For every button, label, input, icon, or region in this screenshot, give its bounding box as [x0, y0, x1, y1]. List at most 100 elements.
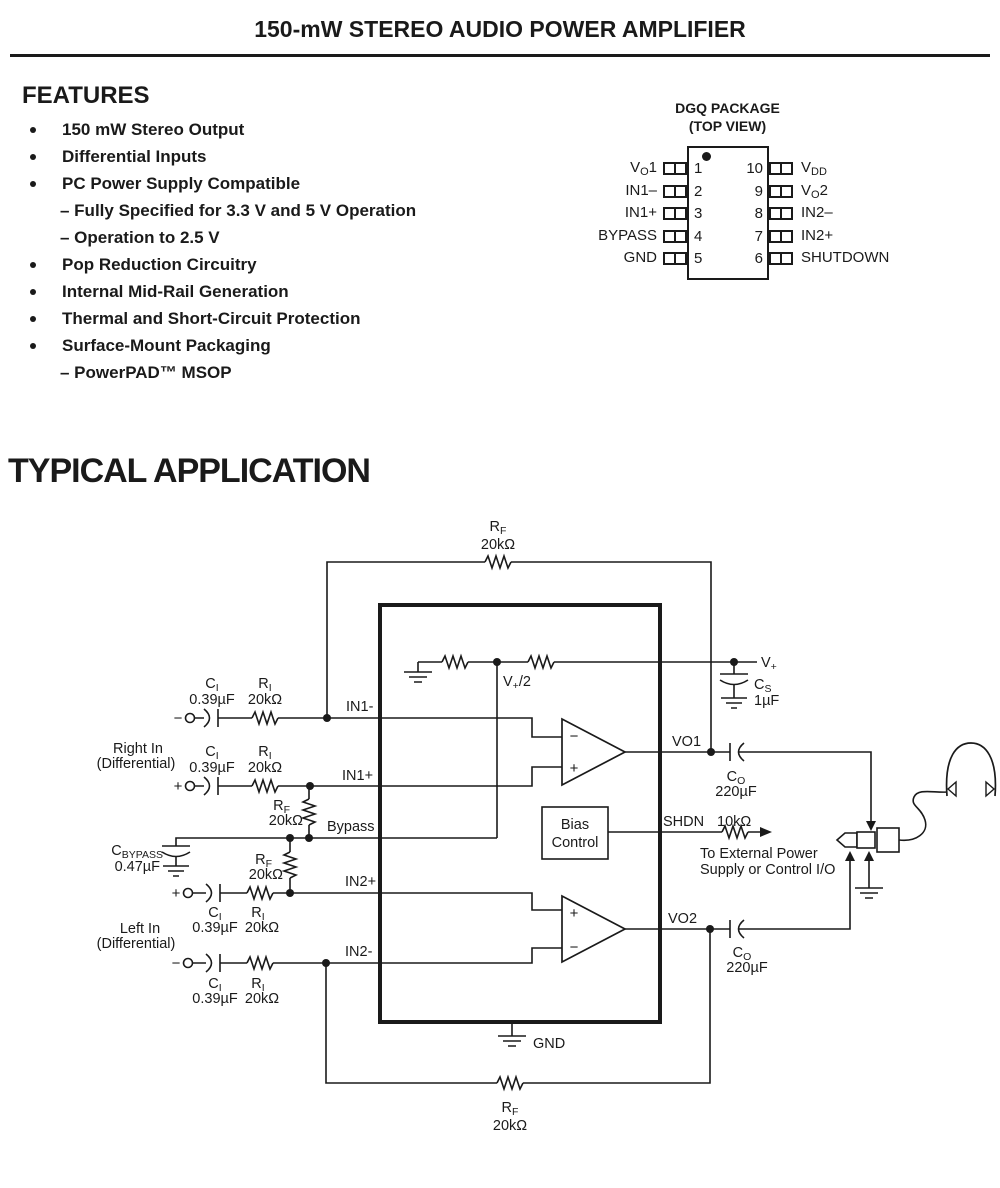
pin-pad-icon — [780, 162, 793, 175]
label-external-line2: Supply or Control I/O — [700, 862, 835, 878]
pin-pad-icon — [780, 185, 793, 198]
label-left-in-line1: Left In — [120, 921, 160, 937]
capacitor-ci-in1m — [203, 708, 219, 728]
input-terminal — [182, 887, 194, 899]
wire-in1-minus — [195, 717, 562, 738]
label-ci-in2p-value: 0.39µF — [192, 920, 238, 936]
input-terminal — [182, 957, 194, 969]
label-ri-in1m-value: 20kΩ — [248, 692, 282, 708]
opamp2-triangle — [561, 894, 627, 964]
junction-dot — [493, 658, 501, 666]
label-left-in-line2: (Differential) — [97, 936, 176, 952]
input-terminal — [184, 712, 196, 724]
pin-number: 5 — [694, 250, 703, 267]
label-vplus: V+ — [761, 655, 777, 673]
label-ri-in2p-value: 20kΩ — [245, 920, 279, 936]
features-heading: FEATURES — [22, 82, 150, 109]
resistor-rf-vertical2 — [281, 851, 299, 879]
label-ci-in2m: CI — [208, 976, 221, 994]
label-right-in-line2: (Differential) — [97, 756, 176, 772]
feature-text: Pop Reduction Circuitry — [62, 255, 257, 274]
pin-label-left: IN1– — [625, 182, 657, 199]
label-right-in-line1: Right In — [113, 741, 163, 757]
junction-dot — [286, 889, 294, 897]
jack-plug-icon — [835, 832, 858, 848]
pin-pad-icon — [674, 185, 687, 198]
opamp2-minus-sign: − — [570, 939, 579, 956]
feature-subitem: – Fully Specified for 3.3 V and 5 V Oper… — [22, 197, 592, 224]
junction-dot — [730, 658, 738, 666]
bullet-icon — [30, 181, 36, 187]
label-cs-value: 1µF — [754, 693, 779, 709]
sign-plus-in1: + — [174, 778, 183, 795]
label-co-vo2-value: 220µF — [726, 960, 768, 976]
pin-pad-icon — [674, 252, 687, 265]
wire-in1-plus — [195, 766, 562, 787]
pin-number: 9 — [754, 183, 763, 200]
arrowhead-vo1-down — [866, 821, 876, 831]
wire-in2-minus — [192, 947, 562, 964]
pin-number: 6 — [754, 250, 763, 267]
label-co-vo1: CO — [727, 769, 746, 787]
pin-pad-icon — [674, 230, 687, 243]
label-cs: CS — [754, 677, 772, 695]
pin-number: 8 — [754, 205, 763, 222]
label-co-vo1-value: 220µF — [715, 784, 757, 800]
pin-label-left: IN1+ — [624, 204, 657, 221]
label-ri-in2m: RI — [251, 976, 264, 994]
label-rf-top-value: 20kΩ — [481, 537, 515, 553]
label-ci-in1p: CI — [205, 744, 218, 762]
pin-number: 4 — [694, 228, 703, 245]
ic-outline — [378, 603, 662, 1024]
junction-dot — [707, 748, 715, 756]
label-external-line1: To External Power — [700, 846, 818, 862]
headphone-ear-right-icon — [985, 780, 996, 798]
feature-subitem: – PowerPAD™ MSOP — [22, 359, 592, 386]
wire-bypass — [175, 837, 497, 866]
resistor-ri-in1m — [251, 709, 279, 727]
label-pin-bypass: Bypass — [327, 819, 375, 835]
resistor-rf-bottom — [496, 1074, 524, 1092]
label-ri-in1m: RI — [258, 676, 271, 694]
wire-feedback-top — [326, 561, 712, 752]
arrowhead-shdn — [760, 827, 772, 837]
feature-text: Thermal and Short-Circuit Protection — [62, 309, 361, 328]
label-rf-bottom-value: 20kΩ — [493, 1118, 527, 1134]
feature-text: Surface-Mount Packaging — [62, 336, 271, 355]
page-title: 150-mW STEREO AUDIO POWER AMPLIFIER — [254, 16, 746, 42]
capacitor-co-vo2 — [729, 919, 745, 939]
arrowhead-vo2-up — [845, 851, 855, 861]
input-terminal — [184, 780, 196, 792]
label-pin-in1p: IN1+ — [342, 768, 373, 784]
bullet-icon — [30, 343, 36, 349]
label-pin-vo1: VO1 — [672, 734, 701, 750]
bullet-icon — [30, 262, 36, 268]
sign-plus-in2: + — [172, 885, 181, 902]
junction-dot — [323, 714, 331, 722]
label-pin-in1m: IN1- — [346, 699, 374, 715]
opamp1-plus-sign: + — [570, 760, 579, 777]
capacitor-cbypass — [161, 845, 191, 858]
pin1-dot — [702, 152, 711, 161]
title-rule — [10, 54, 990, 57]
package-subtitle: (TOP VIEW) — [688, 118, 767, 134]
feature-text: 150 mW Stereo Output — [62, 120, 245, 139]
junction-dot — [306, 782, 314, 790]
pin-label-right: VDD — [801, 159, 827, 178]
application-heading: TYPICAL APPLICATION — [8, 452, 371, 490]
junction-dot — [322, 959, 330, 967]
pin-pad-icon — [674, 162, 687, 175]
label-rf-vertical2-value: 20kΩ — [249, 867, 283, 883]
resistor-ri-in2p — [246, 884, 274, 902]
resistor-ri-in1p — [251, 777, 279, 795]
resistor-rf-vertical1 — [300, 798, 318, 826]
label-rf-vertical1-value: 20kΩ — [269, 813, 303, 829]
package-body-outline — [687, 146, 769, 280]
pin-label-right: SHUTDOWN — [801, 249, 890, 266]
